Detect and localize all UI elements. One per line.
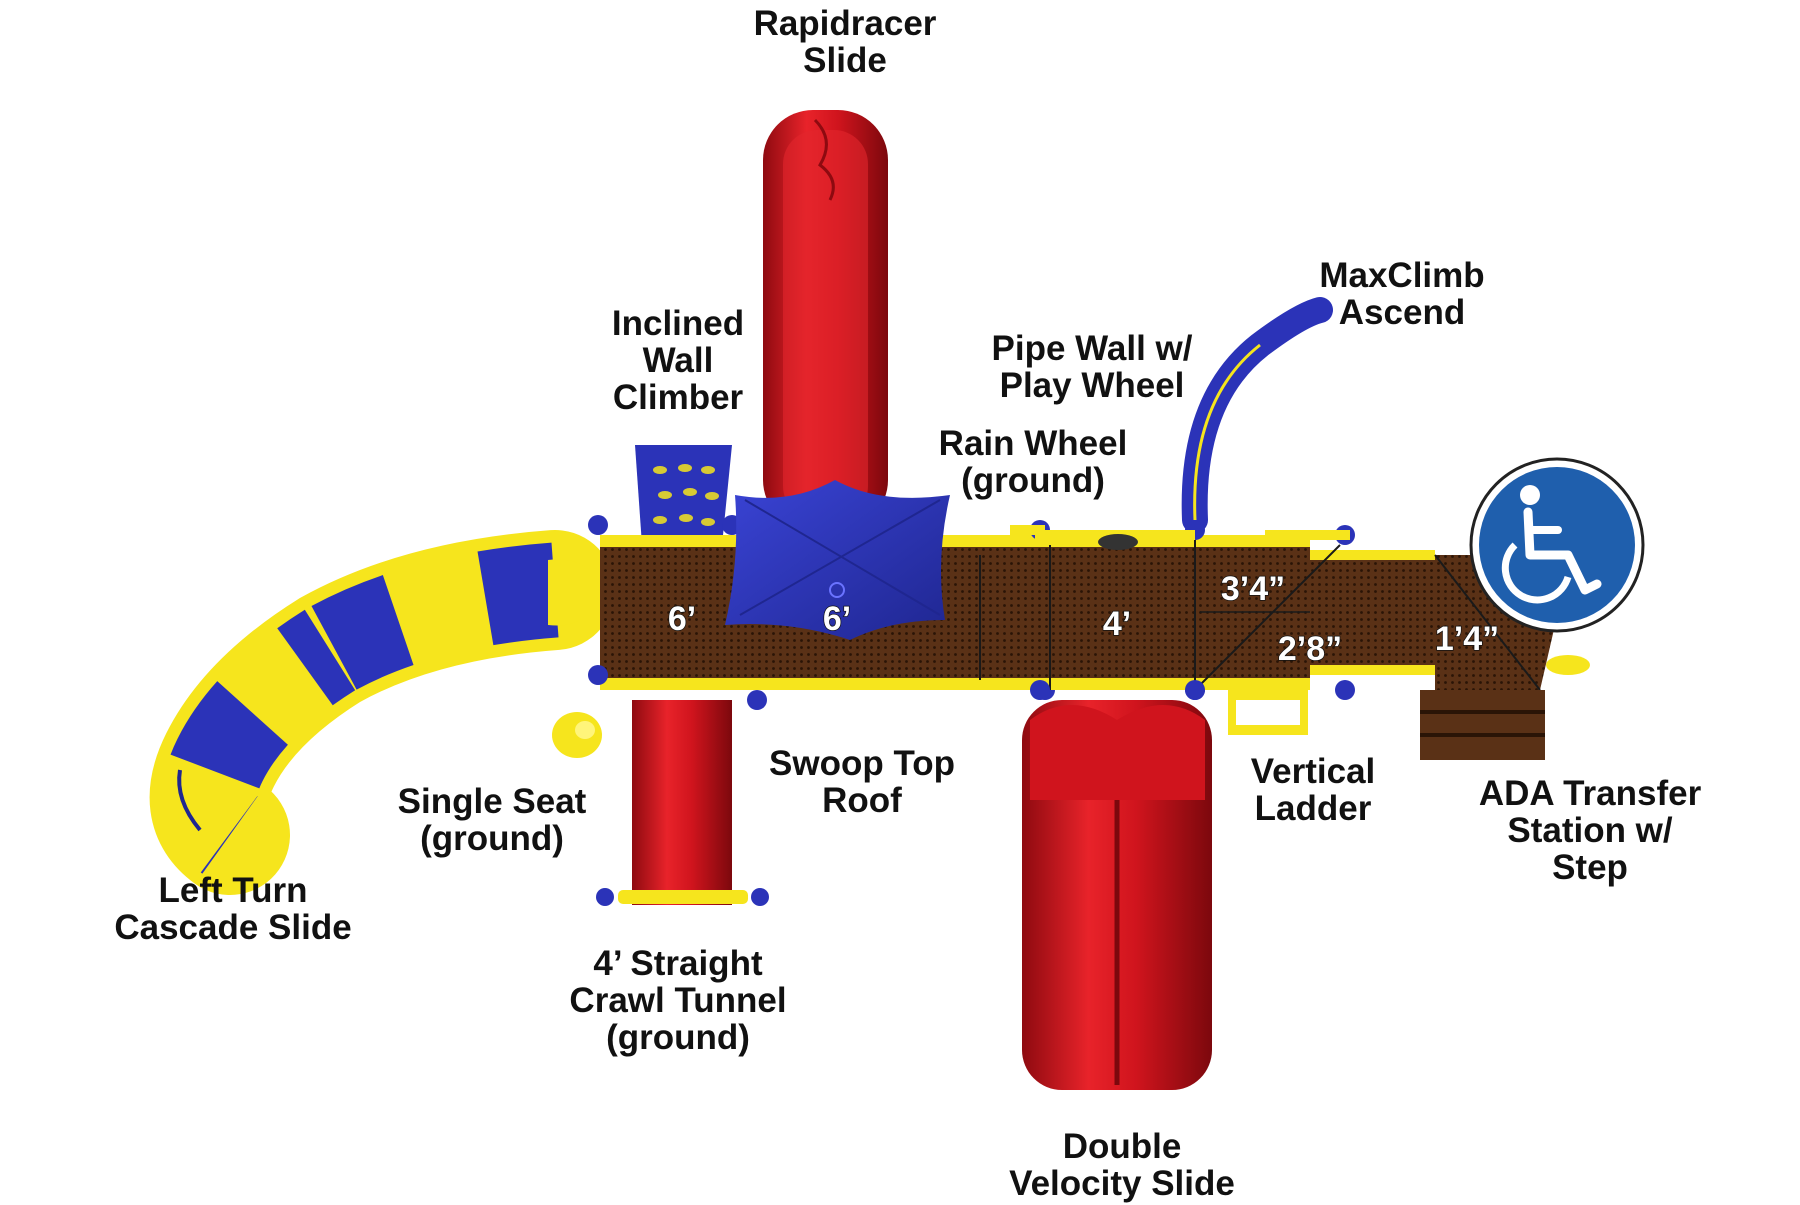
deck-height-label: 2’8” [1278,630,1342,668]
deck-height-labels: 6’ 6’ 4’ 3’4” 2’8” 1’4” [667,569,1500,668]
double-velocity-slide [1022,680,1212,1090]
maxclimb-ascend [1181,297,1333,533]
crawl-tunnel [596,700,769,906]
label-pipe-wall: Pipe Wall w/Play Wheel [991,329,1193,405]
deck-height-label: 6’ [668,600,696,638]
single-seat [552,712,602,758]
ada-transfer-station [1420,554,1590,760]
wheelchair-icon [1469,457,1645,633]
rapidracer-slide [763,110,888,530]
inclined-wall-climber [635,445,732,545]
label-single-seat: Single Seat(ground) [397,782,587,858]
vertical-ladder [1228,690,1308,735]
deck-height-label: 4’ [1103,605,1131,643]
deck-height-label: 3’4” [1221,570,1285,608]
swoop-top-roof [725,480,950,640]
label-rain-wheel: Rain Wheel(ground) [938,424,1128,500]
deck-height-label: 1’4” [1435,620,1499,658]
left-turn-cascade-slide [149,530,615,895]
deck-posts [588,515,1355,710]
deck-height-label: 6’ [823,600,851,638]
pipe-wall-rail [1010,525,1350,550]
